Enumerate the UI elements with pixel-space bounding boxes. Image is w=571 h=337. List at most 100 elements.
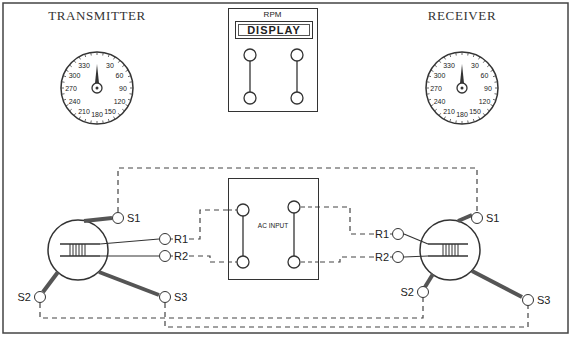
dial-tick (114, 117, 116, 120)
dial-tick (444, 117, 446, 120)
panel-label: RPM (264, 11, 282, 19)
dial-tick (108, 119, 109, 122)
stator-arm (425, 274, 433, 287)
dial-number: 120 (114, 98, 126, 105)
terminal-post (288, 201, 300, 213)
dial-number: 210 (78, 107, 90, 114)
dial-tick (427, 81, 430, 83)
dial-number: 210 (443, 107, 455, 114)
dial-tick (130, 88, 133, 89)
rotor-bar (60, 255, 100, 256)
dial-tick (426, 88, 429, 89)
dial-tick (66, 105, 69, 107)
dial-number: 180 (91, 111, 103, 118)
dial-number: 30 (106, 62, 114, 69)
dial-tick (495, 88, 498, 89)
dial-tick (491, 70, 494, 72)
display-window: DISPLAY (235, 21, 313, 39)
dial-tick (90, 120, 92, 123)
display-label: DISPLAY (247, 25, 301, 36)
terminal-post: R2 (392, 251, 404, 263)
dial-tick (428, 76, 431, 77)
dial-tick (74, 60, 76, 62)
terminal-link (293, 213, 294, 256)
dial-tick (66, 70, 69, 72)
dial-tick (439, 113, 441, 115)
rpm-terminals (244, 49, 303, 104)
dial-tick (97, 52, 98, 55)
dial-number: 330 (443, 62, 455, 69)
display-panel: RPM DISPLAY (228, 8, 318, 112)
terminal-post: R2 (159, 250, 171, 262)
dial-tick (97, 121, 98, 124)
dial-number: 150 (104, 107, 116, 114)
dial-number: 240 (434, 98, 446, 105)
dial-tick (90, 53, 92, 56)
dial-tick (126, 70, 129, 72)
dial-tick (108, 54, 109, 57)
dial-tick (129, 93, 132, 95)
dial-tick (62, 93, 65, 95)
dial-tick (118, 113, 120, 115)
dial-tick (61, 88, 64, 89)
dial-number: 120 (479, 98, 491, 105)
terminal-link (249, 61, 250, 92)
stator-ring (420, 220, 480, 280)
dial-tick (479, 57, 481, 60)
dial-rim (426, 52, 498, 124)
rotor-coil (70, 244, 85, 256)
terminal-label: R2 (173, 251, 189, 262)
dial-tick (62, 81, 65, 83)
dial-tick (462, 121, 463, 124)
dial-tick (467, 120, 469, 123)
panel-frame (3, 3, 568, 333)
wire-stub (300, 206, 319, 207)
dial-number: 60 (481, 72, 489, 79)
rotor-lead (404, 256, 428, 257)
dial-tick (69, 109, 71, 111)
dial-number: 300 (434, 72, 446, 79)
dial-tick (483, 113, 485, 115)
stator-arm (84, 218, 112, 221)
dial-tick (434, 109, 436, 111)
terminal-label: S1 (126, 213, 141, 224)
dial-tick (439, 60, 441, 62)
terminal-post (291, 49, 303, 61)
dial-tick (118, 60, 120, 62)
dial-number: 240 (69, 98, 81, 105)
dial-tick (455, 120, 457, 123)
dial-tick (114, 57, 116, 60)
terminal-post (244, 92, 256, 104)
dial-tick (450, 119, 451, 122)
terminal-post: S2 (417, 286, 429, 298)
terminal-post: R1 (392, 228, 404, 240)
dial-tick (431, 70, 434, 72)
dial-tick (85, 54, 86, 57)
ac-input-panel: AC INPUT (228, 178, 319, 280)
dial-number: 90 (119, 85, 127, 92)
rotor-lead (100, 239, 159, 244)
rotor-bar (428, 243, 468, 244)
dashed-wire (40, 298, 423, 318)
terminal-post (288, 256, 300, 268)
transmitter-synchro (43, 218, 159, 295)
dial-tick (483, 60, 485, 62)
terminal-link (242, 216, 243, 256)
terminal-label: R1 (173, 234, 189, 245)
dial-tick (74, 113, 76, 115)
dial-gauge: TRANSMITTER30609012015018021024027030033… (59, 50, 135, 126)
terminal-post (244, 49, 256, 61)
dashed-wire (165, 303, 528, 327)
dial-tick (487, 109, 489, 111)
dial-tick (122, 65, 124, 67)
dial-number: 30 (471, 62, 479, 69)
terminal-label: S2 (17, 292, 32, 303)
dial-tick (494, 81, 497, 83)
dial-number: 150 (469, 107, 481, 114)
terminal-label: S1 (485, 213, 500, 224)
terminal-label: R2 (374, 252, 390, 263)
dial-number: 330 (78, 62, 90, 69)
